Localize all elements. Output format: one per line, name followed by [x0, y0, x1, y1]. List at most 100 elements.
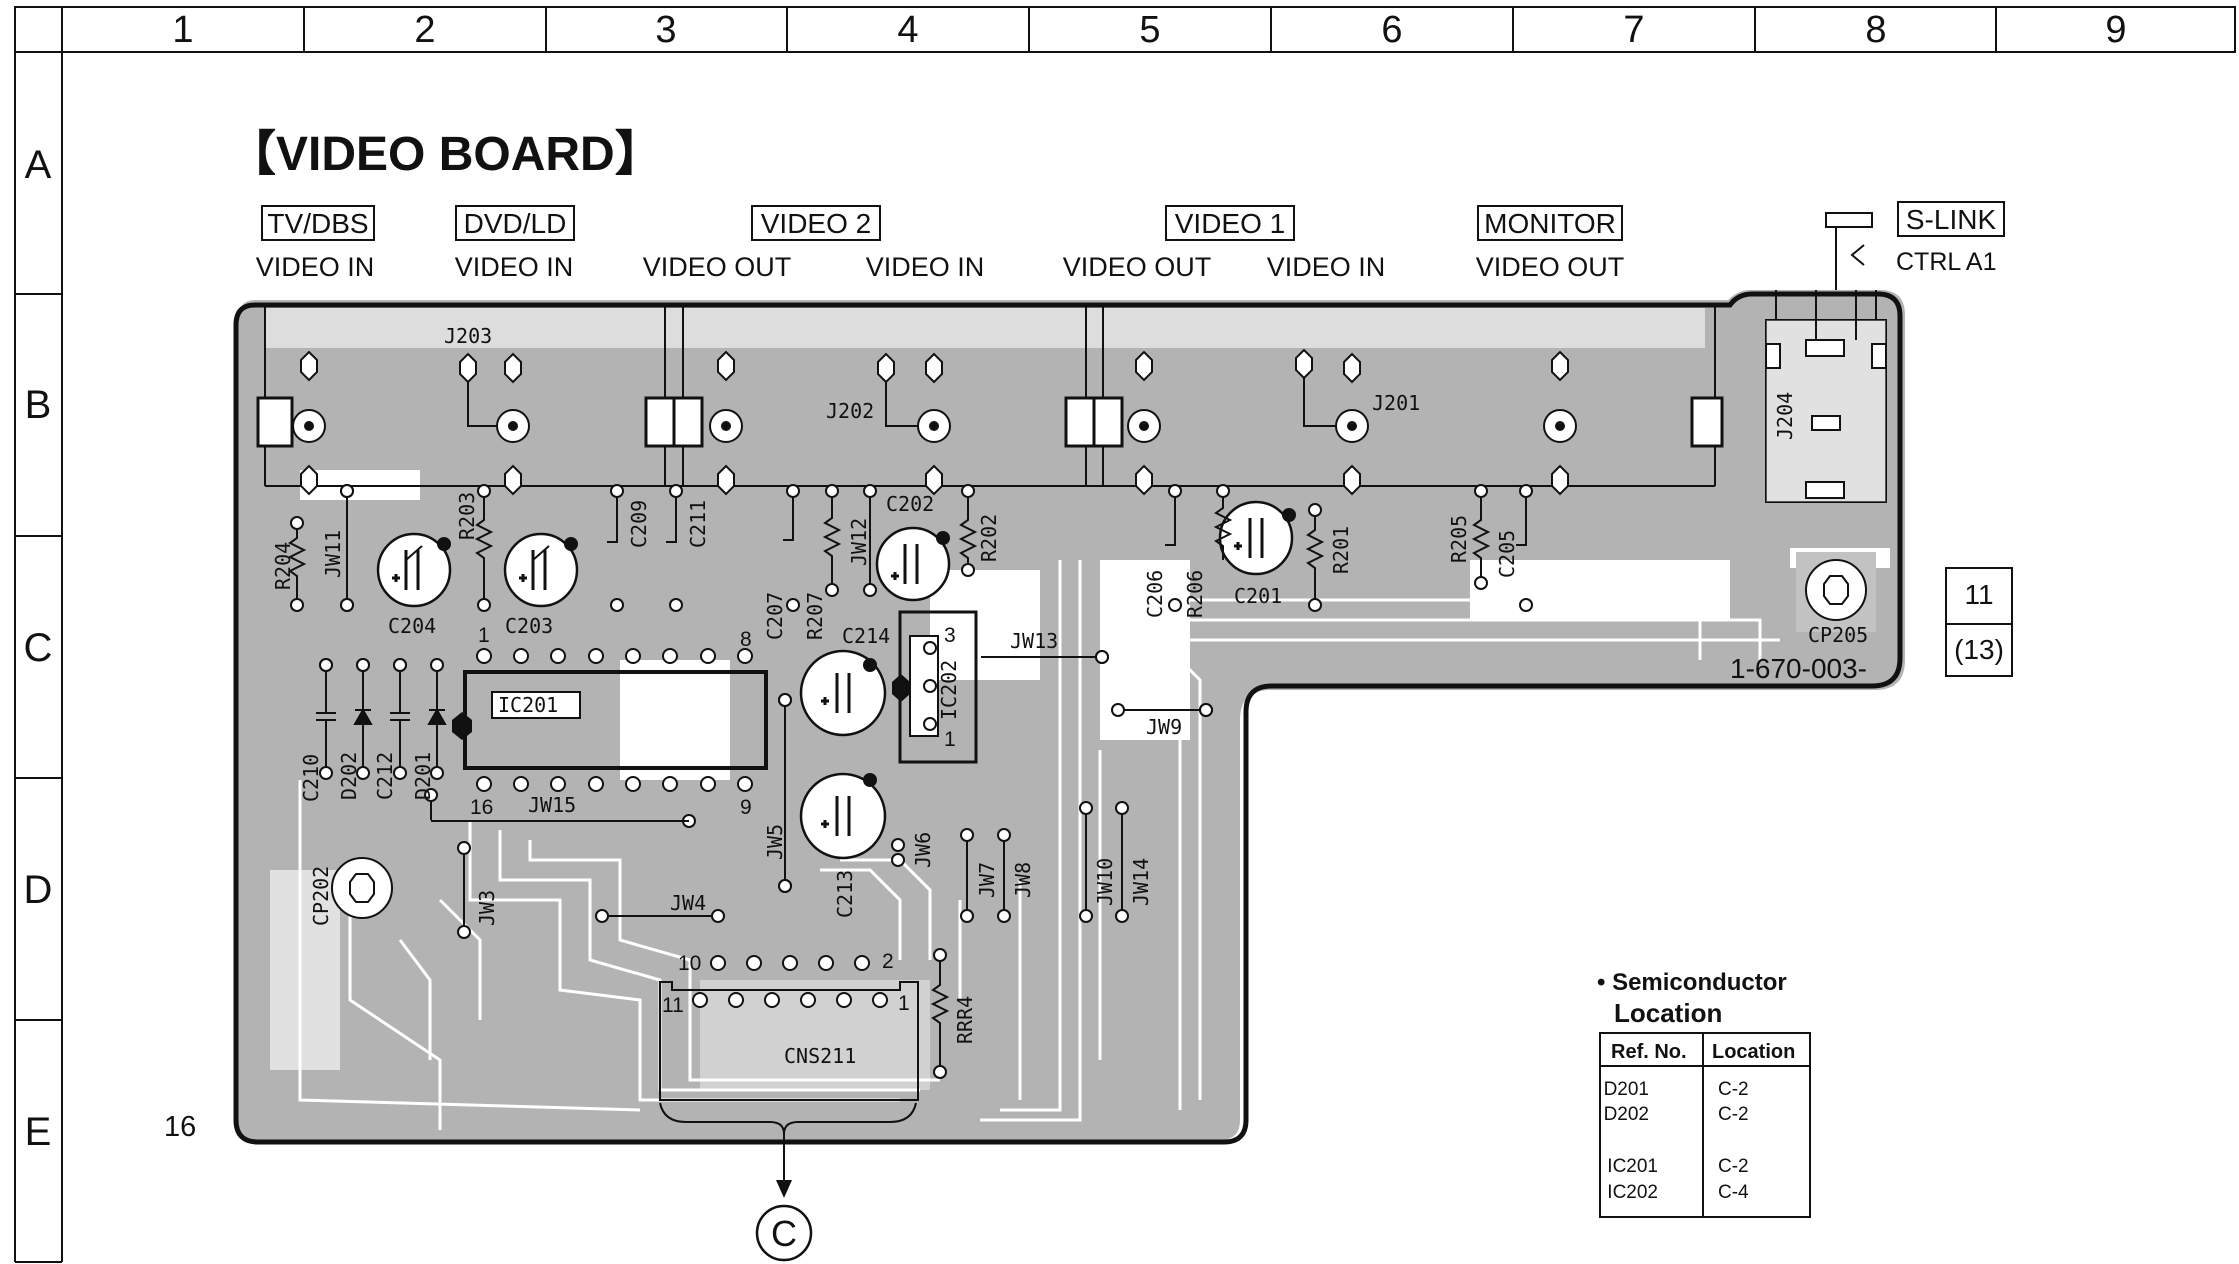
jack-video1-in: VIDEO IN	[1267, 252, 1386, 282]
jack-video2-out: VIDEO OUT	[643, 252, 792, 282]
table-row-ref: D201	[1604, 1079, 1649, 1100]
label-j202: J202	[826, 399, 874, 423]
pin-ic201-1: 1	[478, 624, 490, 647]
label-c214: C214	[842, 624, 890, 648]
label-jw13: JW13	[1010, 629, 1058, 653]
jumper-wires	[340, 484, 1213, 893]
pin-ic201-16: 16	[470, 796, 493, 819]
label-jw15: JW15	[528, 793, 576, 817]
grid-col-1: 1	[172, 9, 193, 51]
ic201-pads	[476, 648, 753, 792]
table-heading-2: Location	[1614, 998, 1722, 1028]
pin-ic201-9: 9	[740, 796, 752, 819]
board-number: 1-670-003-	[1730, 653, 1867, 684]
label-r204: R204	[271, 542, 295, 590]
label-ic202: IC202	[937, 660, 961, 720]
cns211-outline	[659, 981, 919, 1101]
table-row-location: C-4	[1718, 1182, 1749, 1203]
grid-row-d: D	[24, 868, 53, 912]
label-cp202: CP202	[309, 866, 333, 926]
grid-frame	[14, 6, 2236, 1263]
grid-col-7: 7	[1623, 9, 1644, 51]
label-rrr4: RRR4	[953, 996, 977, 1044]
jack-video1-name: VIDEO 1	[1175, 208, 1285, 239]
table-row-ref: IC201	[1607, 1156, 1658, 1177]
page-number: 16	[164, 1111, 196, 1143]
label-cp205: CP205	[1808, 623, 1868, 647]
pin-labels: 1 8 16 9 3 1 10 2 11 1	[470, 624, 956, 1017]
cns211-pads	[692, 955, 888, 1008]
pin-cns-2: 2	[882, 950, 894, 973]
passive-symbols	[287, 497, 1527, 1066]
jack-labels: TV/DBS VIDEO IN DVD/LD VIDEO IN VIDEO 2 …	[256, 201, 2005, 300]
label-r202: R202	[977, 514, 1001, 562]
label-c206: C206	[1143, 570, 1167, 618]
pin-cns-1: 1	[898, 992, 910, 1015]
grid-col-9: 9	[2105, 9, 2126, 51]
label-c209: C209	[627, 500, 651, 548]
label-cns211: CNS211	[784, 1044, 856, 1068]
board-id-bottom: (13)	[1954, 634, 2004, 665]
table-heading-1: • Semiconductor	[1597, 969, 1787, 996]
board-id-box	[1945, 567, 2013, 625]
pin-cns-11: 11	[662, 994, 684, 1017]
jack-dvdld-sub: VIDEO IN	[455, 252, 574, 282]
semiconductor-table: • Semiconductor Location Ref. No. Locati…	[1597, 969, 1811, 1218]
connector-ref: C	[771, 1213, 797, 1254]
label-jw10: JW10	[1093, 858, 1117, 906]
electrolytic-capacitors	[376, 500, 1296, 860]
pin-ic201-8: 8	[740, 628, 752, 651]
label-jw5: JW5	[763, 824, 787, 860]
jack-tvdbs-name: TV/DBS	[267, 208, 368, 239]
label-d201: D201	[411, 752, 435, 800]
jack-monitor-sub: VIDEO OUT	[1476, 252, 1625, 282]
jack-video1-out: VIDEO OUT	[1063, 252, 1212, 282]
jack-video2-in: VIDEO IN	[866, 252, 985, 282]
label-jw14: JW14	[1129, 858, 1153, 906]
label-r203: R203	[455, 492, 479, 540]
board-id-top: 11	[1964, 579, 1993, 610]
label-d202: D202	[337, 752, 361, 800]
page-title: 【VIDEO BOARD】	[228, 128, 663, 181]
label-jw9: JW9	[1146, 715, 1182, 739]
label-ic201: IC201	[498, 693, 558, 717]
label-c205: C205	[1495, 530, 1519, 578]
grid-row-e: E	[25, 1110, 52, 1154]
label-j201: J201	[1372, 391, 1420, 415]
label-c213: C213	[833, 870, 857, 918]
grid-column-labels: 1 2 3 4 5 6 7 8 9	[172, 9, 2126, 51]
label-jw7: JW7	[975, 862, 999, 898]
label-c212: C212	[373, 752, 397, 800]
slink-name: S-LINK	[1906, 204, 1997, 235]
label-c203: C203	[505, 614, 553, 638]
table-row-location: C-2	[1718, 1156, 1749, 1177]
grid-col-2: 2	[414, 9, 435, 51]
label-jw11: JW11	[321, 530, 345, 578]
grid-col-6: 6	[1381, 9, 1402, 51]
label-j204: J204	[1773, 392, 1797, 440]
connector-arrow: C	[659, 1102, 917, 1262]
component-labels: J203 J202 J201 J204 R204 JW11 R203 C209 …	[271, 324, 1868, 1068]
jack-dvdld-name: DVD/LD	[464, 208, 567, 239]
grid-row-labels: A B C D E	[24, 143, 53, 1154]
label-c202: C202	[886, 492, 934, 516]
slink-sub: CTRL A1	[1896, 248, 1997, 276]
label-r201: R201	[1329, 526, 1353, 574]
pin-ic202-1: 1	[944, 728, 956, 751]
table-header-ref: Ref. No.	[1611, 1041, 1687, 1063]
label-r206: R206	[1183, 570, 1207, 618]
slink-plug-icon	[1825, 212, 1873, 228]
table-row-location: C-2	[1718, 1104, 1749, 1125]
grid-col-4: 4	[897, 9, 918, 51]
table-row-ref: D202	[1604, 1104, 1649, 1125]
diodes	[316, 658, 447, 780]
label-c210: C210	[299, 754, 323, 802]
table-header-location: Location	[1712, 1041, 1795, 1063]
table-row-ref: IC202	[1607, 1182, 1658, 1203]
grid-col-5: 5	[1139, 9, 1160, 51]
label-jw4: JW4	[670, 891, 706, 915]
jack-monitor-name: MONITOR	[1484, 208, 1616, 239]
grid-col-8: 8	[1865, 9, 1886, 51]
test-points	[331, 552, 1876, 919]
